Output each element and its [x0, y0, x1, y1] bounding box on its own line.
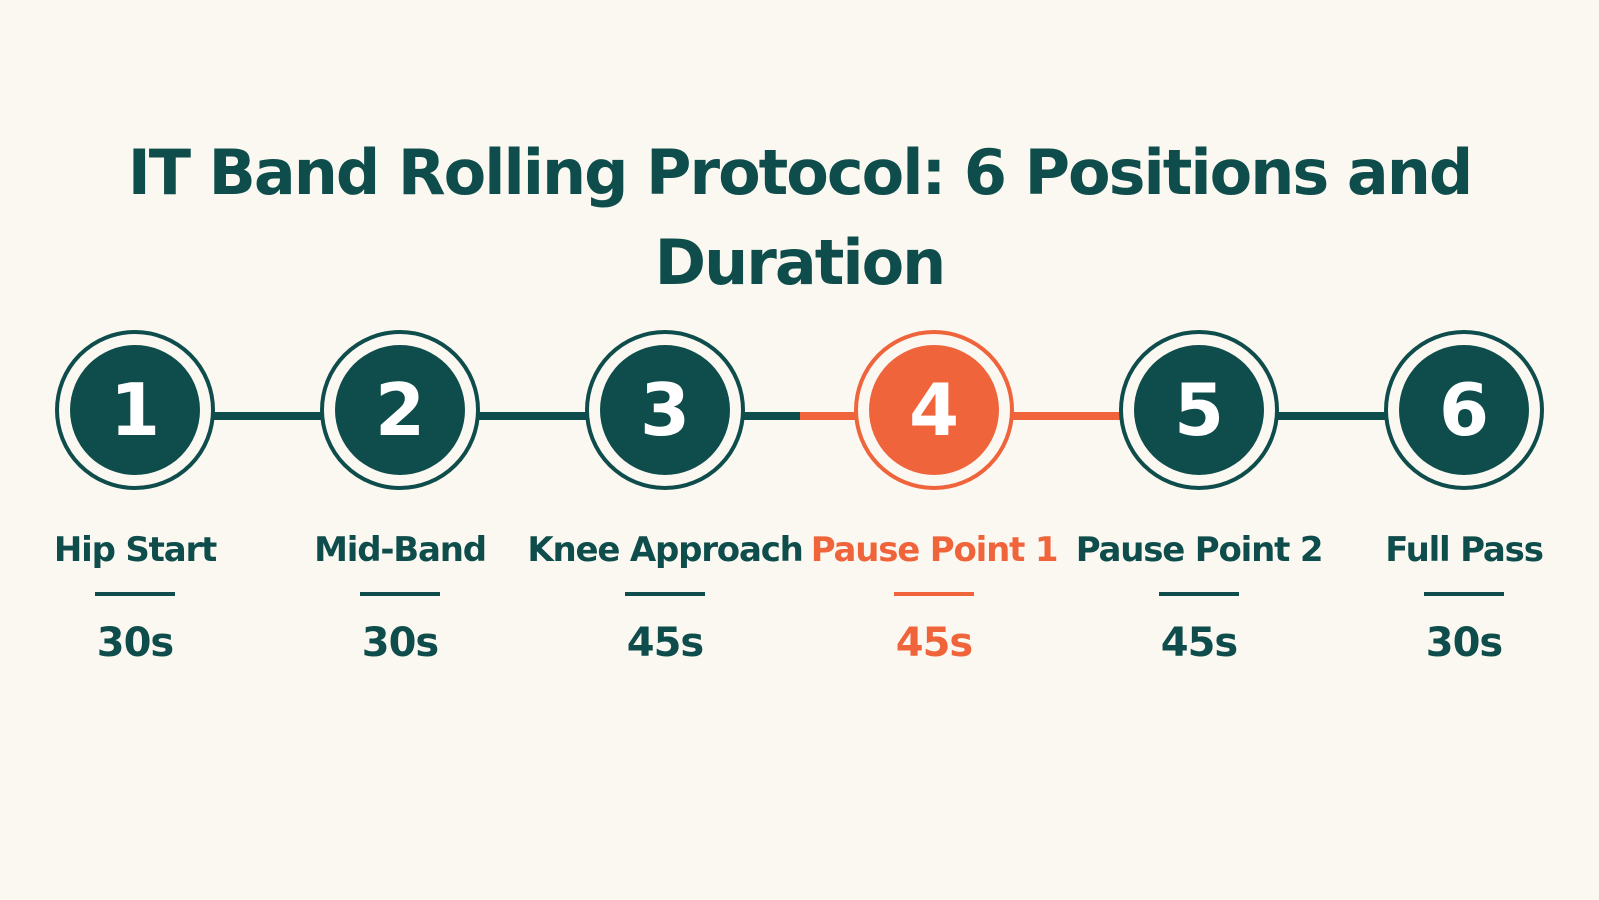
step-number-badge: 3 [600, 345, 730, 475]
step-divider [95, 592, 175, 596]
step-duration: 45s [1160, 620, 1238, 666]
step-label: Hip Start [53, 530, 217, 570]
step-duration: 30s [361, 620, 439, 666]
step-ring: 6 [1384, 330, 1544, 490]
step-ring: 5 [1119, 330, 1279, 490]
step-divider [1424, 592, 1504, 596]
step-duration: 45s [626, 620, 704, 666]
step-duration: 30s [1425, 620, 1503, 666]
step-6: 6 Full Pass 30s [1324, 330, 1599, 668]
step-label: Knee Approach [527, 530, 804, 570]
step-label: Mid-Band [314, 530, 487, 570]
step-3: 3 Knee Approach 45s [525, 330, 805, 668]
step-duration: 30s [96, 620, 174, 666]
step-label: Pause Point 1 [810, 530, 1059, 570]
step-4: 4 Pause Point 1 45s [794, 330, 1074, 668]
step-2: 2 Mid-Band 30s [260, 330, 540, 668]
step-ring: 2 [320, 330, 480, 490]
step-duration: 45s [895, 620, 973, 666]
step-ring: 1 [55, 330, 215, 490]
step-number-badge: 6 [1399, 345, 1529, 475]
step-divider [894, 592, 974, 596]
step-divider [1159, 592, 1239, 596]
step-label: Full Pass [1385, 530, 1544, 570]
step-ring: 3 [585, 330, 745, 490]
step-label: Pause Point 2 [1075, 530, 1324, 570]
step-number-badge: 4 [869, 345, 999, 475]
step-divider [625, 592, 705, 596]
page-title: IT Band Rolling Protocol: 6 Positions an… [127, 136, 1474, 299]
step-number-badge: 5 [1134, 345, 1264, 475]
step-number-badge: 1 [70, 345, 200, 475]
step-1: 1 Hip Start 30s [0, 330, 275, 668]
step-number-badge: 2 [335, 345, 465, 475]
step-5: 5 Pause Point 2 45s [1059, 330, 1339, 668]
step-ring: 4 [854, 330, 1014, 490]
step-divider [360, 592, 440, 596]
